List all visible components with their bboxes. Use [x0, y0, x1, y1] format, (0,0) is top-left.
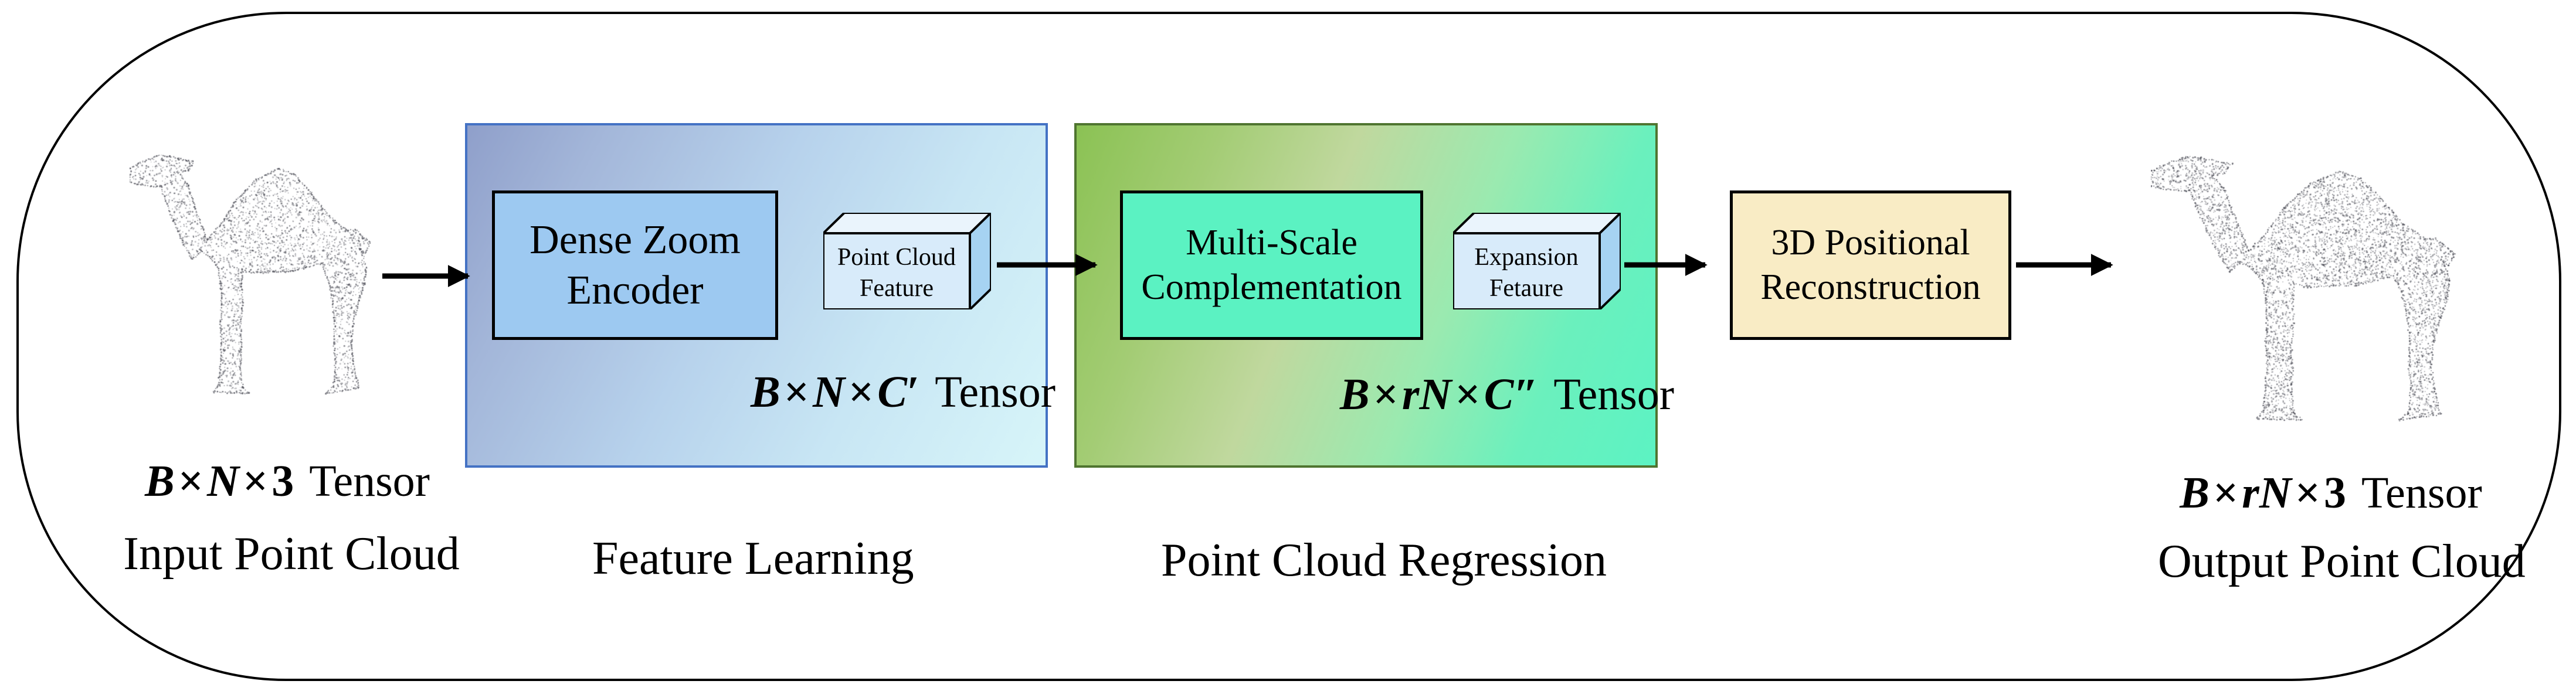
dense-zoom-encoder-box: Dense Zoom Encoder [492, 190, 778, 340]
feature-box-line2: Feature [860, 275, 934, 302]
output-point-cloud-label: Output Point Cloud [2158, 536, 2526, 587]
output-point-cloud-image [2151, 156, 2462, 423]
regression-tensor-label: B×rN×C″Tensor [1339, 370, 1675, 419]
point-cloud-feature-box: Point Cloud Feature [823, 213, 991, 309]
encoder-label-line1: Dense Zoom [530, 217, 741, 263]
feature-box-front-face [823, 232, 971, 309]
positional-reconstruction-box: 3D Positional Reconstruction [1730, 190, 2011, 340]
encoder-label-line2: Encoder [566, 267, 704, 313]
multiscale-label-line1: Multi-Scale [1186, 222, 1357, 263]
expansion-box-front-face [1453, 232, 1601, 309]
input-point-cloud-label: Input Point Cloud [123, 528, 460, 580]
multi-scale-complementation-box: Multi-Scale Complementation [1120, 190, 1423, 340]
expansion-box-line2: Fetaure [1489, 275, 1563, 302]
input-point-cloud-image [130, 155, 376, 396]
reconstruction-label-line1: 3D Positional [1771, 222, 1970, 263]
expansion-box-line1: Expansion [1474, 244, 1578, 271]
reconstruction-label-line2: Reconstruction [1760, 267, 1981, 307]
expansion-feature-box: Expansion Fetaure [1453, 213, 1621, 309]
feature-box-line1: Point Cloud [837, 244, 956, 271]
feature-tensor-label: B×N×C′Tensor [750, 367, 1056, 417]
multiscale-label-line2: Complementation [1141, 267, 1402, 307]
point-cloud-regression-label: Point Cloud Regression [1161, 535, 1607, 586]
feature-learning-label: Feature Learning [592, 533, 914, 584]
